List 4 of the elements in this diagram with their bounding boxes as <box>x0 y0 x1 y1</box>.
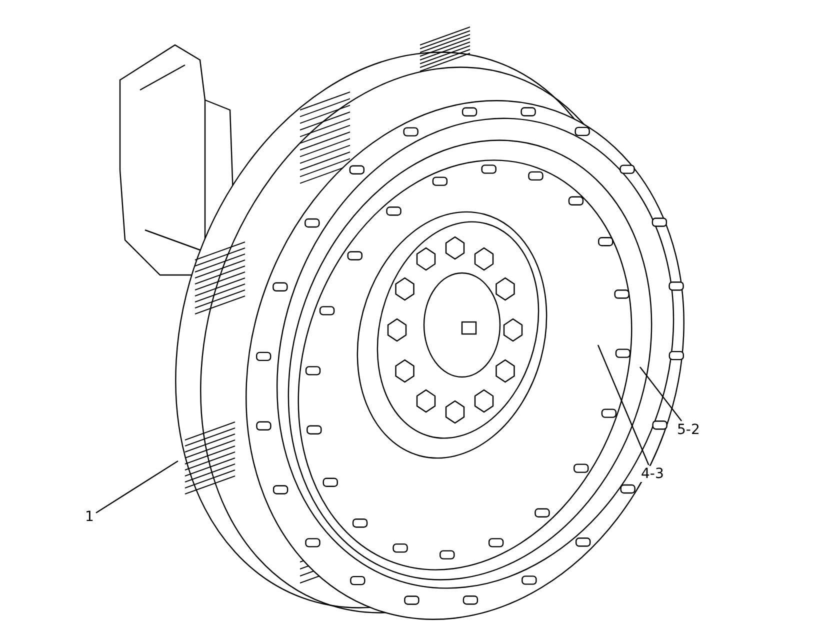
callout-number: 4-3 <box>640 466 665 482</box>
leader-line <box>96 460 178 514</box>
leader-line <box>597 344 650 466</box>
leader-line <box>640 366 682 422</box>
